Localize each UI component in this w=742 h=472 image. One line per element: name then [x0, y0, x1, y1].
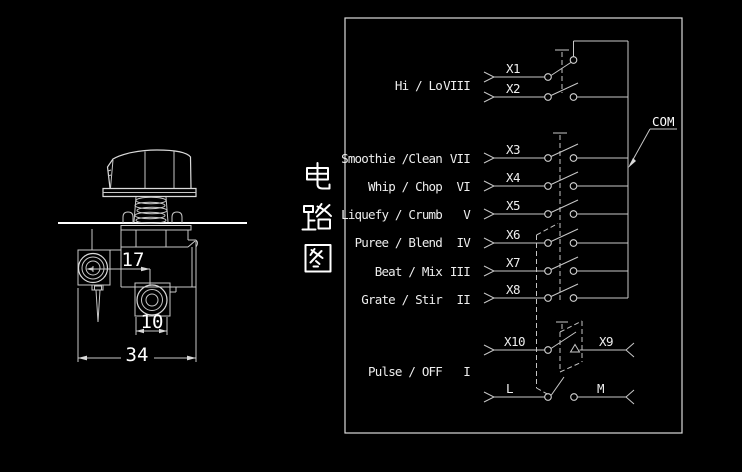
circuit-border-box [344, 17, 683, 434]
row-name: Whip / Chop [368, 179, 442, 194]
bottom-terminal [134, 282, 171, 317]
circuit-diagram-title-glyphs [301, 162, 332, 273]
left-break-chevron [483, 152, 496, 164]
post-left [122, 211, 134, 223]
spring-shaft [133, 196, 169, 224]
linkage-1 [555, 49, 569, 93]
switch-row-x8: X8 [483, 282, 628, 304]
dimension-34: 34 [77, 252, 197, 366]
pin-terminal [94, 285, 102, 323]
switch-row-x6: X6 [483, 227, 628, 249]
left-break-chevron [483, 180, 496, 192]
terminal-label: X7 [506, 255, 520, 270]
left-break-chevron [483, 237, 496, 249]
row-name: Liquefy / Crumb [341, 207, 442, 222]
terminal-label: L [506, 381, 513, 396]
terminal-label: X4 [506, 170, 520, 185]
left-break-chevron [483, 292, 496, 304]
left-break-chevron [483, 91, 496, 103]
pulse-contact-triangle [569, 343, 581, 353]
glyph-tu [304, 244, 332, 273]
row-numeral: II [457, 292, 471, 307]
switch-row-x4: X4 [483, 170, 628, 192]
switch-row-x7: X7 [483, 255, 628, 277]
switch-row-x2: X2 [483, 81, 628, 103]
terminal-label: X1 [506, 61, 520, 76]
left-break-chevron [483, 71, 496, 83]
terminal-label: M [597, 381, 604, 396]
terminal-label: X10 [504, 334, 525, 349]
row-numeral: V [463, 207, 471, 222]
terminal-label: X9 [599, 334, 613, 349]
com-label: COM [652, 114, 675, 129]
dim-17-value: 17 [122, 249, 145, 271]
left-break-chevron [483, 265, 496, 277]
terminal-label: X5 [506, 198, 520, 213]
switch-row-x10-x9: X10 X9 [483, 331, 635, 358]
terminal-label: X3 [506, 142, 520, 157]
row-name: Pulse / OFF [368, 364, 442, 379]
circuit-diagram: COM Hi / Lo VIII Smoothie /Clean VII Whi… [341, 17, 683, 434]
row-numeral: III [450, 264, 470, 279]
right-break-chevron [625, 342, 635, 358]
row-numeral: VI [457, 179, 471, 194]
com-leader: COM [628, 114, 677, 168]
switch-row-x5: X5 [483, 198, 628, 220]
right-break-chevron [625, 389, 635, 405]
switch-row-x1: X1 [483, 41, 578, 83]
row-name: Puree / Blend [355, 235, 443, 250]
dim-10-value: 10 [141, 311, 164, 333]
dim-34-value: 34 [126, 344, 149, 366]
knob [102, 149, 197, 198]
dimension-10: 10 [135, 311, 168, 335]
left-break-chevron [483, 208, 496, 220]
row-name: Smoothie /Clean [341, 151, 442, 166]
switch-body [91, 225, 198, 293]
row-numeral: IV [457, 235, 472, 250]
row-name: Hi / Lo [395, 78, 442, 93]
left-terminal [77, 249, 111, 291]
linkage-2 [553, 132, 567, 303]
linkage-pulse [556, 320, 583, 373]
glyph-dian [306, 162, 331, 190]
glyph-lu [301, 203, 332, 231]
row-numeral: I [463, 364, 470, 379]
left-break-chevron [483, 391, 496, 403]
linkage-3 [536, 223, 559, 396]
post-right [171, 211, 183, 223]
row-numeral: VII [450, 151, 470, 166]
switch-side-view: 17 10 34 [58, 149, 247, 366]
row-name: Grate / Stir [361, 292, 443, 307]
com-bus [573, 40, 629, 298]
terminal-label: X2 [506, 81, 520, 96]
speed-labels: Hi / Lo VIII Smoothie /Clean VII Whip / … [341, 78, 472, 379]
terminal-label: X8 [506, 282, 520, 297]
row-numeral: VIII [443, 78, 470, 93]
switch-row-x3: X3 [483, 142, 628, 164]
switch-row-l-m: L M [483, 376, 635, 405]
dimension-17: 17 [86, 249, 151, 286]
terminal-label: X6 [506, 227, 520, 242]
row-name: Beat / Mix [375, 264, 444, 279]
left-break-chevron [483, 344, 496, 356]
